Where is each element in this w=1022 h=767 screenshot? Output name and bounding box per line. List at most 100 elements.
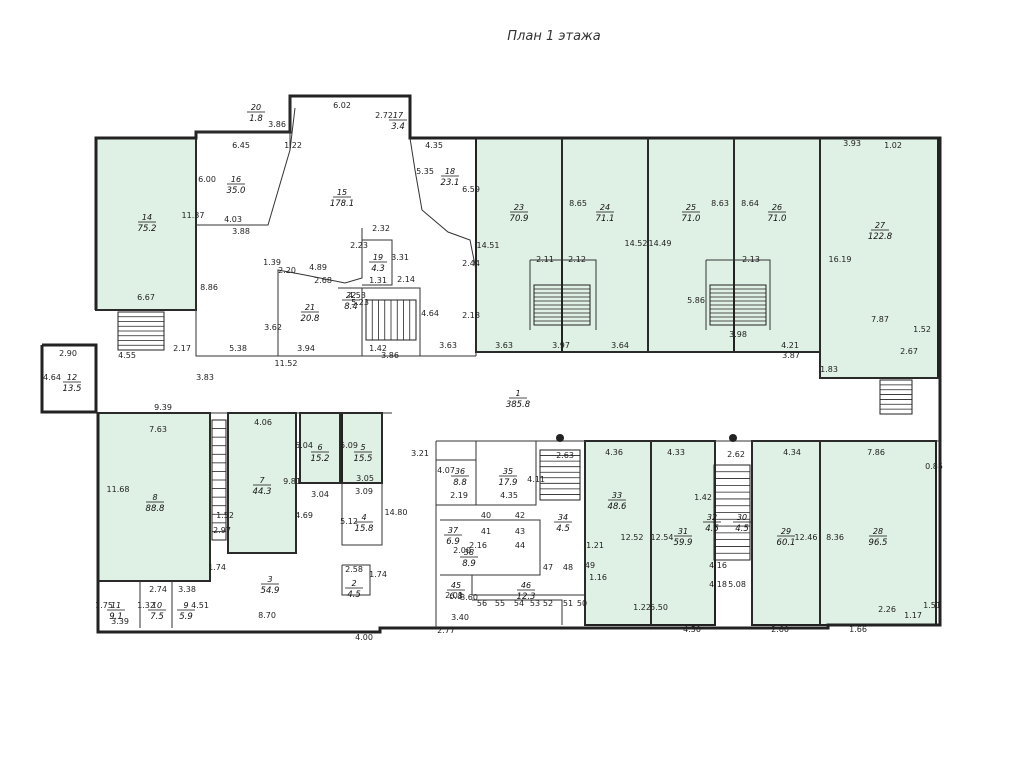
room-number: 33 (612, 491, 622, 500)
dimension-label: 4.33 (667, 448, 685, 457)
dimension-label: 2.16 (469, 541, 487, 550)
dimension-label: 1.16 (589, 573, 607, 582)
room-area: 1.8 (249, 114, 263, 124)
room-area: 35.0 (227, 186, 246, 196)
dimension-label: 1.42 (369, 344, 387, 353)
dimension-label: 2.13 (742, 255, 760, 264)
room-area: 8.4 (344, 302, 358, 312)
room-number: 8 (152, 493, 157, 502)
dimension-label: 5.12 (340, 517, 358, 526)
dimension-label: 2.67 (900, 347, 918, 356)
dimension-label: 6.00 (198, 175, 216, 184)
room-number: 11 (111, 601, 121, 610)
dimension-label: 3.98 (729, 330, 747, 339)
dimension-label: 12.52 (621, 533, 644, 542)
room-number: 22 (346, 291, 356, 300)
room-number: 36 (455, 467, 465, 476)
dimension-label: 5.38 (229, 344, 247, 353)
dimension-label: 4.35 (500, 491, 518, 500)
dimension-label: 1.83 (820, 365, 838, 374)
room-number: 25 (686, 203, 696, 212)
room-area: 13.5 (63, 384, 82, 394)
dimension-label: 11.68 (107, 485, 130, 494)
room-number: 18 (445, 167, 455, 176)
dimension-label: 1.17 (904, 611, 922, 620)
dimension-label: 8.64 (741, 199, 759, 208)
room-number: 3 (267, 575, 272, 584)
room-number: 32 (707, 513, 717, 522)
dimension-label: 5.23 (351, 298, 369, 307)
internal-walls (96, 96, 940, 628)
dimension-label: 2.74 (149, 585, 167, 594)
room-area: 385.8 (506, 400, 531, 410)
dimension-label: 1.42 (694, 493, 712, 502)
dimension-label: 3.86 (268, 120, 286, 129)
room-14-area[interactable] (95, 137, 197, 311)
dimension-label: 8.65 (569, 199, 587, 208)
room-number: 26 (772, 203, 782, 212)
dimension-label: 3.88 (232, 227, 250, 236)
room-area: 8.8 (453, 478, 467, 488)
dimension-label: 3.39 (111, 617, 129, 626)
dimension-label: 1.66 (849, 625, 867, 634)
dimension-label: 4.07 (437, 466, 455, 475)
dimension-label: 14.51 (477, 241, 500, 250)
dimension-label: 8.63 (711, 199, 729, 208)
dimension-label: 14.52 (625, 239, 648, 248)
dimension-label: 4.69 (295, 511, 313, 520)
room-area: 59.9 (674, 538, 693, 548)
room-33-area[interactable] (584, 440, 652, 626)
dimension-label: 6.45 (232, 141, 250, 150)
dimension-label: 4.18 (709, 580, 727, 589)
column-icon (729, 434, 737, 442)
dimension-label: 1.52 (216, 511, 234, 520)
room-number: 45 (451, 581, 461, 590)
room-area: 96.5 (869, 538, 888, 548)
room-area: 71.0 (682, 214, 701, 224)
dimension-label: 11.52 (275, 359, 298, 368)
dimension-label: 4.00 (355, 633, 373, 642)
dimension-label: 3.62 (264, 323, 282, 332)
room-area: 15.8 (355, 524, 375, 534)
dimension-label: 8.86 (200, 283, 218, 292)
dimension-label: 3.63 (439, 341, 457, 350)
room-number: 9 (183, 601, 188, 610)
room-number: 23 (514, 203, 524, 212)
room-area: 71.0 (768, 214, 787, 224)
room-area: 15.5 (354, 454, 373, 464)
dimension-label: 12.46 (795, 533, 818, 542)
room-number: 35 (503, 467, 513, 476)
room-8-area[interactable] (97, 412, 211, 582)
room-area: 17.9 (499, 478, 518, 488)
dimension-label: 2.68 (314, 276, 332, 285)
dimension-label: 2.17 (173, 344, 191, 353)
dimension-labels: 6.022.723.861.226.456.004.033.8811.376.6… (43, 101, 943, 642)
room-23-area[interactable] (475, 137, 563, 353)
dimension-label: 4.53 (348, 291, 366, 300)
dimension-label: 1.02 (884, 141, 902, 150)
dimension-label: 3.86 (381, 351, 399, 360)
room-number: 4 (361, 513, 366, 522)
dimension-label: 4.03 (224, 215, 242, 224)
dimension-label: 4.55 (118, 351, 136, 360)
dimension-label: 4.64 (43, 373, 61, 382)
room-number: 37 (448, 526, 459, 535)
room-27-area[interactable] (819, 137, 939, 379)
room-area: 75.2 (138, 224, 157, 234)
room-number: 7 (259, 476, 265, 485)
dimension-label: 3.63 (495, 341, 513, 350)
cell-number: 40 (481, 511, 491, 520)
room-number: 1 (515, 389, 520, 398)
dimension-label: 1.74 (208, 563, 226, 572)
dimension-label: 1.22 (633, 603, 651, 612)
cell-number: 43 (515, 527, 525, 536)
room-number: 5 (360, 443, 365, 452)
room-29-area[interactable] (751, 440, 821, 626)
dimension-label: 3.38 (178, 585, 196, 594)
room-number: 21 (305, 303, 315, 312)
dimension-label: 2.26 (878, 605, 896, 614)
dimension-label: 0.85 (925, 462, 943, 471)
room-area: 88.8 (146, 504, 166, 514)
room-26-area[interactable] (733, 137, 821, 353)
